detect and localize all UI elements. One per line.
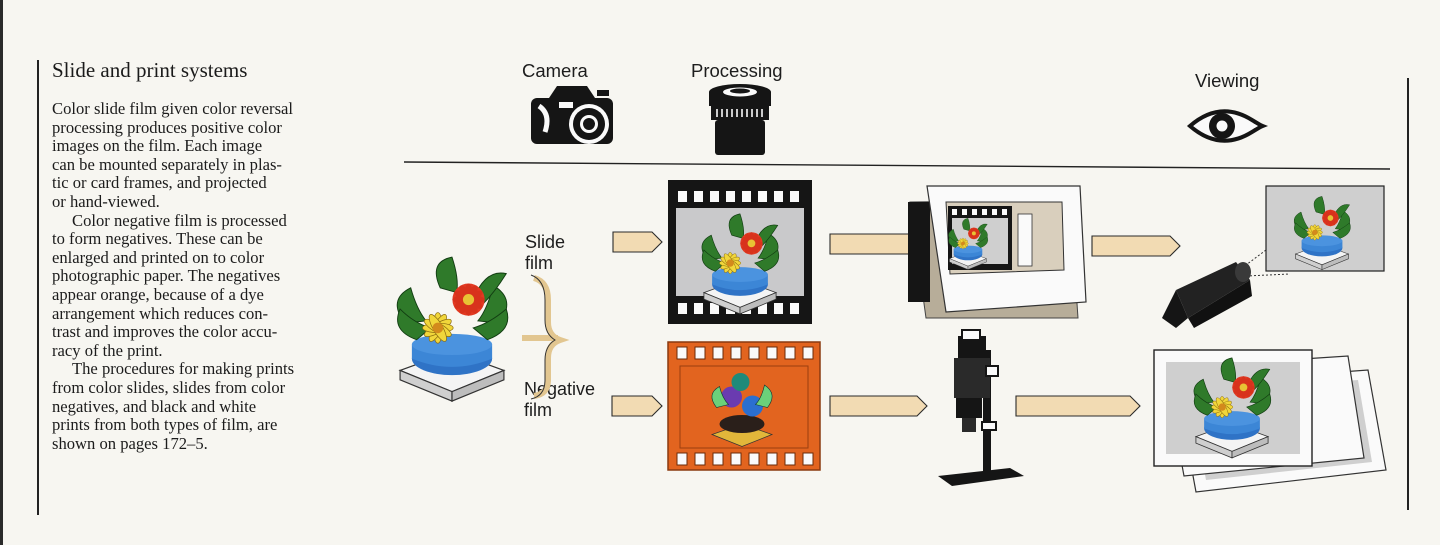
- header-divider: [403, 161, 1391, 170]
- paragraph-procedures: The procedures for making prints from co…: [52, 359, 295, 453]
- arrow-negative-to-enlarger: [829, 395, 928, 417]
- projected-image-screen: [1265, 185, 1385, 272]
- film-type-bracket: [522, 275, 570, 399]
- arrow-negative-to-processing: [611, 395, 663, 417]
- processing-tank-icon: [709, 84, 771, 155]
- arrow-mount-to-projection: [1091, 235, 1181, 257]
- left-margin-rule: [0, 0, 3, 545]
- column-heading-processing: Processing: [691, 60, 783, 81]
- article-rule: [37, 60, 39, 515]
- row-label-slide-film: Slide film: [525, 232, 566, 273]
- enlarger-icon: [938, 329, 1024, 486]
- column-heading-camera: Camera: [522, 60, 588, 81]
- subject-flower-illustration: [397, 257, 508, 401]
- slide-film-strip: [668, 180, 812, 324]
- arrow-enlarger-to-print: [1015, 395, 1141, 417]
- camera-icon: [531, 86, 613, 144]
- article-body: Color slide film given color reversal pr…: [52, 99, 382, 453]
- film-type-bracket-outline: [530, 274, 556, 400]
- slide-projector-icon: [1162, 249, 1291, 328]
- eye-icon: [1186, 109, 1269, 143]
- negative-flower-image: [710, 373, 774, 447]
- column-heading-viewing: Viewing: [1195, 70, 1260, 91]
- arrow-slide-to-processing: [612, 231, 663, 253]
- right-margin-rule: [1407, 78, 1409, 510]
- arrows: [611, 231, 1181, 417]
- negative-film-strip: [667, 341, 821, 471]
- paragraph-negative-film: Color negative film is processed to form…: [52, 210, 287, 360]
- article-title: Slide and print systems: [52, 58, 248, 82]
- paragraph-slide-film: Color slide film given color reversal pr…: [52, 99, 294, 211]
- color-prints-stack: [1153, 349, 1387, 493]
- slide-mount: [908, 185, 1087, 319]
